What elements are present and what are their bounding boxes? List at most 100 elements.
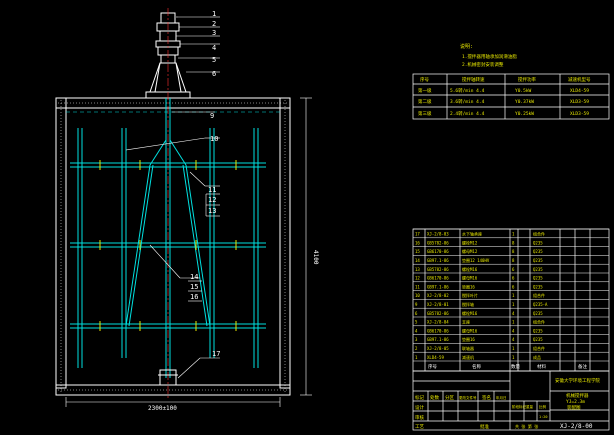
bottom-bearing (156, 369, 180, 386)
spec-r0c3: XLD4-59 (570, 88, 589, 94)
spec-r0c0: 第一级 (418, 87, 432, 94)
parts-cell-r0c2: 水下轴承座 (462, 231, 482, 237)
parts-cell-r12c3: 4 (512, 337, 515, 342)
callout-15: 15 (190, 283, 198, 291)
callout-13: 13 (208, 207, 216, 215)
parts-cell-r0c1: XJ-2/8-03 (427, 232, 449, 237)
parts-h5: 备注 (578, 363, 587, 370)
parts-cell-r12c4: Q235 (533, 337, 543, 342)
parts-cell-r11c0: 4 (415, 328, 418, 333)
parts-cell-r1c2: 螺栓M12 (462, 239, 478, 245)
parts-cell-r0c3: 1 (512, 232, 515, 237)
parts-cell-r13c0: 2 (415, 346, 418, 351)
tb-title2: YJ=2.3m (566, 399, 585, 405)
parts-cell-r13c4: 组合件 (533, 345, 545, 351)
parts-cell-r14c0: 1 (415, 355, 418, 360)
parts-cell-r7c1: XJ-2/8-02 (427, 293, 449, 298)
tb-stage: 阶段标记 (512, 404, 526, 409)
parts-cell-r11c3: 4 (512, 328, 515, 333)
parts-cell-r2c3: 8 (512, 249, 515, 254)
tb-role-1: 审核 (415, 414, 424, 421)
parts-cell-r14c1: XLD4-59 (427, 355, 444, 360)
parts-cell-r14c4: 成品 (533, 354, 541, 360)
tank-left-wall (55, 97, 67, 389)
note-1: 1.搅拌器用轴承加润滑油脂 (462, 53, 517, 60)
tb-title3: 装配图 (567, 404, 581, 411)
parts-cell-r11c4: Q235 (533, 328, 543, 333)
parts-cell-r0c0: 17 (415, 232, 420, 237)
tb-drawing-no: XJ-2/8-00 (560, 423, 593, 430)
parts-cell-r6c3: 6 (512, 284, 515, 289)
callout-numbers: 1 2 3 4 5 6 9 10 11 12 13 14 15 16 17 (190, 10, 220, 358)
spec-table: 序号 搅拌轴转速 搅拌功率 减速机型号 第一级 5.6转/min 4.4 Y0.… (412, 73, 610, 120)
parts-cell-r12c0: 3 (415, 337, 418, 342)
callout-2: 2 (212, 20, 216, 28)
parts-cell-r3c1: GB97.1-86 (427, 258, 449, 263)
tb-title1: 机械搅拌器 (566, 392, 589, 399)
callout-17: 17 (212, 350, 220, 358)
spec-r0c1: 5.6转/min 4.4 (450, 87, 485, 94)
tb-scale: 1:20 (539, 415, 547, 419)
parts-cell-r7c2: 搅拌叶片 (462, 292, 478, 298)
parts-cell-r7c3: 1 (512, 293, 515, 298)
parts-cell-r5c4: Q235 (533, 276, 543, 281)
parts-cell-r10c2: 支座 (462, 319, 470, 325)
parts-cell-r6c4: Q235 (533, 284, 543, 289)
parts-cell-r5c1: GB6170-86 (427, 276, 449, 281)
paddle-arms (70, 162, 266, 329)
parts-cell-r8c2: 搅拌轴 (462, 301, 474, 307)
callout-6: 6 (212, 70, 216, 78)
spec-r2c2: Y0.25kW (515, 111, 534, 117)
parts-h0: 序号 (428, 363, 437, 370)
tb-label-3: 更改文件号 (459, 395, 477, 400)
parts-cell-r14c2: 减速机 (462, 354, 474, 360)
parts-h4: 材料 (537, 363, 546, 370)
parts-cell-r8c4: Q235-A (533, 302, 548, 307)
spec-h1: 搅拌轴转速 (462, 76, 485, 83)
parts-cell-r9c2: 螺栓M16 (462, 310, 478, 316)
parts-cell-r10c4: 组合件 (533, 319, 545, 325)
parts-cell-r12c2: 垫圈16 (462, 336, 475, 342)
parts-cell-r5c2: 螺母M16 (462, 275, 478, 281)
callout-11: 11 (208, 186, 216, 194)
callout-3: 3 (212, 29, 216, 37)
callout-4: 4 (212, 44, 216, 52)
parts-h3: 数量 (511, 363, 520, 370)
callout-1: 1 (212, 10, 216, 18)
spec-h0: 序号 (420, 76, 429, 83)
parts-cell-r4c2: 螺栓M16 (462, 266, 478, 272)
spec-h2: 搅拌功率 (518, 76, 536, 83)
parts-cell-r10c1: XJ-2/8-04 (427, 320, 449, 325)
callout-12: 12 (208, 196, 216, 204)
callout-14: 14 (190, 273, 198, 281)
parts-cell-r13c2: 联轴器 (462, 345, 474, 351)
tb-label-0: 标记 (415, 394, 424, 401)
diagonal-braces (125, 139, 211, 327)
spec-h3: 减速机型号 (568, 76, 591, 83)
parts-cell-r6c0: 11 (415, 284, 420, 289)
parts-cell-r13c3: 1 (512, 346, 515, 351)
parts-cell-r2c0: 15 (415, 249, 420, 254)
tb-role-2: 工艺 (415, 424, 424, 430)
parts-cell-r5c0: 12 (415, 276, 420, 281)
parts-cell-r3c4: Q235 (533, 258, 543, 263)
parts-cell-r1c3: 8 (512, 240, 515, 245)
parts-cell-r13c1: XJ-2/8-05 (427, 346, 449, 351)
tb-label-4: 签名 (482, 394, 491, 401)
parts-cell-r12c1: GB97.1-86 (427, 337, 449, 342)
tb-label-1: 处数 (430, 394, 439, 401)
parts-cell-r4c0: 13 (415, 267, 420, 272)
parts-cell-r3c3: 8 (512, 258, 515, 263)
parts-cell-r9c1: GB5782-86 (427, 311, 449, 316)
spec-r1c1: 3.6转/min 4.4 (450, 98, 485, 105)
title-block: 安徽大学环境工程学院 机械搅拌器 YJ=2.3m 装配图 标记 处数 分区 更改… (412, 370, 610, 431)
callout-16: 16 (190, 293, 198, 301)
parts-cell-r9c4: Q235 (533, 311, 543, 316)
spec-r1c2: Y0.37kW (515, 99, 534, 105)
parts-cell-r4c4: Q235 (533, 267, 543, 272)
bolt-marks (99, 160, 237, 331)
parts-cell-r7c0: 10 (415, 293, 420, 298)
spec-r2c1: 2.4转/min 4.4 (450, 110, 485, 117)
parts-cell-r1c0: 16 (415, 240, 420, 245)
tb-role-3: 批准 (480, 423, 489, 430)
